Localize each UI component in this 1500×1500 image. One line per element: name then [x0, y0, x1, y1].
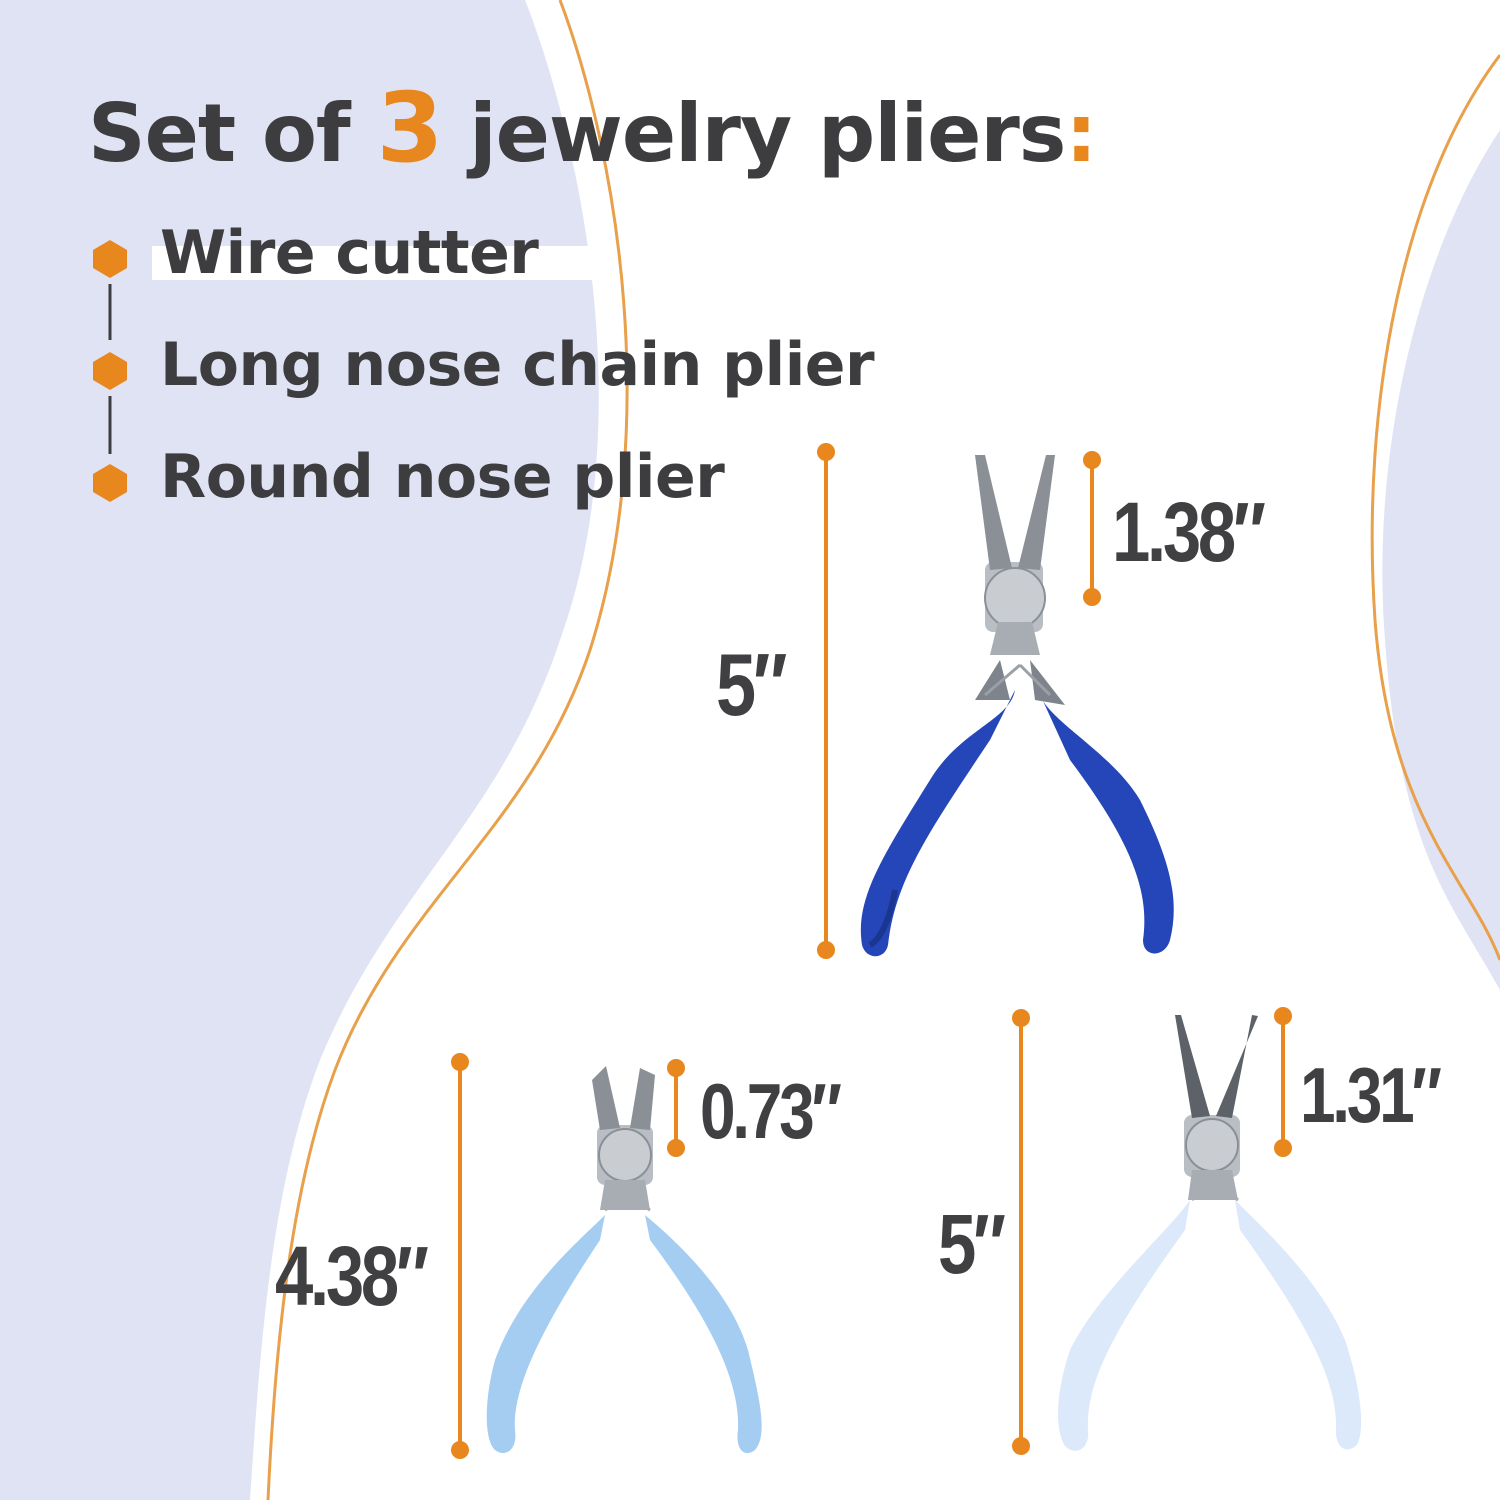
long-nose-jaw-label: 1.38″ — [1112, 485, 1266, 579]
hexagon-bullet-icon — [93, 464, 127, 502]
right-orange-curve — [1370, 54, 1500, 961]
dimension-lines — [451, 443, 1292, 1459]
bullet-list-icons — [93, 240, 127, 502]
hexagon-bullet-icon — [93, 352, 127, 390]
title-count: 3 — [376, 72, 444, 184]
long-nose-length-label: 5″ — [716, 635, 787, 734]
left-lavender-wave — [0, 0, 599, 1500]
title-suffix: jewelry pliers — [469, 87, 1066, 180]
wire-cutter-image — [486, 1066, 762, 1454]
right-lavender-wave — [1382, 130, 1500, 990]
title-colon: : — [1065, 87, 1097, 180]
title-prefix: Set of — [88, 87, 351, 180]
hexagon-bullet-icon — [93, 240, 127, 278]
round-nose-jaw-label: 1.31″ — [1300, 1051, 1442, 1139]
page-title: Set of 3 jewelry pliers: — [88, 78, 1097, 184]
wire-cutter-length-label: 4.38″ — [275, 1229, 429, 1323]
long-nose-chain-plier-image — [860, 455, 1174, 957]
round-nose-length-label: 5″ — [938, 1197, 1006, 1291]
left-orange-curve — [266, 0, 629, 1500]
wire-cutter-jaw-label: 0.73″ — [700, 1067, 842, 1155]
round-nose-plier-image — [1058, 1015, 1362, 1451]
